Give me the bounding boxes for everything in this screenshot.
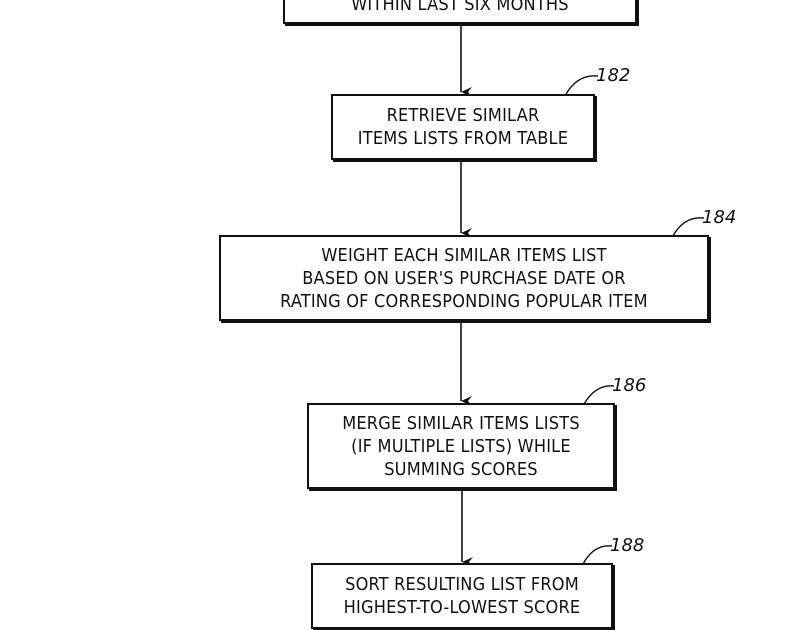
ref-label-184: 184 [702, 207, 737, 228]
ref-label-182: 182 [596, 65, 631, 86]
step-184-line-1: WEIGHT EACH SIMILAR ITEMS LIST [321, 244, 607, 266]
step-box-188: SORT RESULTING LIST FROM HIGHEST-TO-LOWE… [311, 563, 613, 629]
step-184-line-3: RATING OF CORRESPONDING POPULAR ITEM [280, 290, 648, 312]
step-182-line-1: RETRIEVE SIMILAR [386, 105, 540, 126]
step-top-line-1: WITHIN LAST SIX MONTHS [351, 0, 569, 15]
leader-line-184 [672, 217, 705, 237]
step-box-186: MERGE SIMILAR ITEMS LISTS (IF MULTIPLE L… [307, 403, 615, 489]
step-186-line-2: (IF MULTIPLE LISTS) WHILE [351, 435, 571, 457]
leader-line-182 [565, 75, 599, 95]
leader-line-186 [583, 385, 615, 405]
step-182-line-2: ITEMS LISTS FROM TABLE [357, 128, 569, 149]
step-box-182: RETRIEVE SIMILAR ITEMS LISTS FROM TABLE [331, 94, 595, 160]
step-box-top: WITHIN LAST SIX MONTHS [283, 0, 637, 24]
step-188-line-1: SORT RESULTING LIST FROM [345, 574, 579, 595]
step-186-line-1: MERGE SIMILAR ITEMS LISTS [342, 412, 580, 434]
leader-line-188 [582, 545, 613, 565]
step-box-184: WEIGHT EACH SIMILAR ITEMS LIST BASED ON … [219, 235, 709, 321]
ref-label-186: 186 [612, 375, 647, 396]
step-184-line-2: BASED ON USER'S PURCHASE DATE OR [302, 267, 626, 289]
step-186-line-3: SUMMING SCORES [384, 458, 538, 480]
step-188-line-2: HIGHEST-TO-LOWEST SCORE [343, 597, 581, 618]
ref-label-188: 188 [610, 535, 645, 556]
